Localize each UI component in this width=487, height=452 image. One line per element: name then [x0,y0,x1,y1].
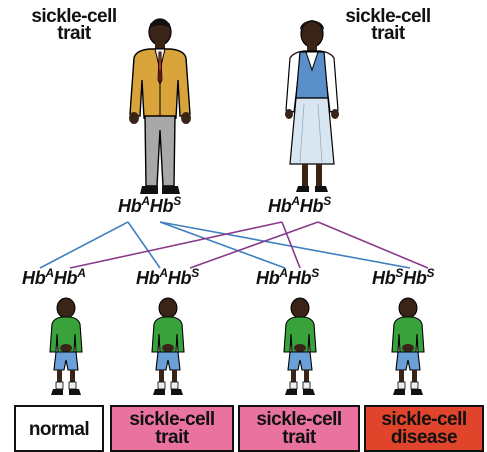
child-2-allele1-sup: A [159,266,167,280]
child-3-illustration [278,294,322,402]
child-4-allele2-base: Hb [403,268,426,288]
child-2-status-box: sickle-cell trait [110,405,234,452]
child-2-allele2-sup: S [191,266,199,280]
father-inheritance-lines [40,222,410,268]
child-3-allele1-base: Hb [256,268,279,288]
child-3-allele1-sup: A [279,266,287,280]
child-4-allele1-base: Hb [372,268,395,288]
child-2-illustration [146,294,190,402]
child-1-genotype: HbAHbA [22,268,86,289]
child-4-genotype: HbSHbS [372,268,434,289]
child-2-genotype: HbAHbS [136,268,199,289]
child-3-genotype: HbAHbS [256,268,319,289]
child-1-allele1-base: Hb [22,268,45,288]
child-4-illustration [386,294,430,402]
child-4-status-box: sickle-cell disease [364,405,484,452]
child-2-allele2-base: Hb [168,268,191,288]
father-line-to-child-1 [40,222,128,268]
child-4-allele2-sup: S [427,266,435,280]
child-1-allele1-sup: A [45,266,53,280]
child-3-status-box: sickle-cell trait [238,405,360,452]
child-3-allele2-sup: S [311,266,319,280]
child-1-status-box: normal [14,405,104,452]
child-4-allele1-sup: S [395,266,403,280]
mother-line-to-child-2 [190,222,318,268]
child-3-status-line2: trait [240,429,358,447]
mother-line-to-child-1 [70,222,282,268]
child-1-allele2-sup: A [77,266,85,280]
child-4-status-line2: disease [366,429,482,447]
father-line-to-child-2 [128,222,160,268]
child-2-allele1-base: Hb [136,268,159,288]
child-3-allele2-base: Hb [288,268,311,288]
child-1-status-line1: normal [16,421,102,439]
child-1-allele2-base: Hb [54,268,77,288]
child-1-illustration [44,294,88,402]
child-2-status-line2: trait [112,429,232,447]
